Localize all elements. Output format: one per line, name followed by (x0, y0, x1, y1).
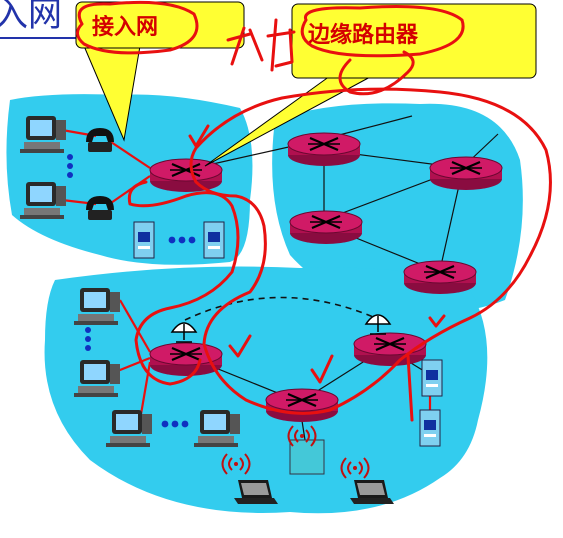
server-icon (419, 409, 441, 447)
access-network-bottom (44, 266, 488, 514)
desktop-computer-icon (106, 410, 152, 447)
ellipsis-dots (161, 420, 189, 428)
callout-access-network-label: 接入网 (92, 15, 158, 40)
title-fragment: 入网 (0, 0, 62, 35)
core-router-3 (288, 209, 364, 246)
desktop-computer-icon (74, 288, 120, 325)
desktop-computer-icon (74, 360, 120, 397)
callout-edge-router-label: 边缘路由器 (307, 22, 419, 48)
server-icon (421, 359, 443, 397)
edge-router-bottom-center (264, 387, 340, 424)
edge-router-top (148, 157, 224, 194)
server-icon (203, 221, 225, 259)
server-icon (133, 221, 155, 259)
desktop-computer-icon (20, 182, 66, 219)
core-router-1 (286, 131, 362, 168)
core-router-2 (428, 155, 504, 192)
callout-access-network: 接入网 (75, 1, 245, 142)
ellipsis-dots (67, 154, 73, 178)
ellipsis-dots (168, 236, 196, 244)
core-router-4 (402, 259, 478, 296)
desktop-computer-icon (194, 410, 240, 447)
handwritten-annotations (76, 0, 552, 422)
ellipsis-dots (85, 327, 91, 351)
satellite-link-dashed (184, 296, 381, 321)
wireless-base-station-icon (289, 439, 325, 475)
desktop-computer-icon (20, 116, 66, 153)
